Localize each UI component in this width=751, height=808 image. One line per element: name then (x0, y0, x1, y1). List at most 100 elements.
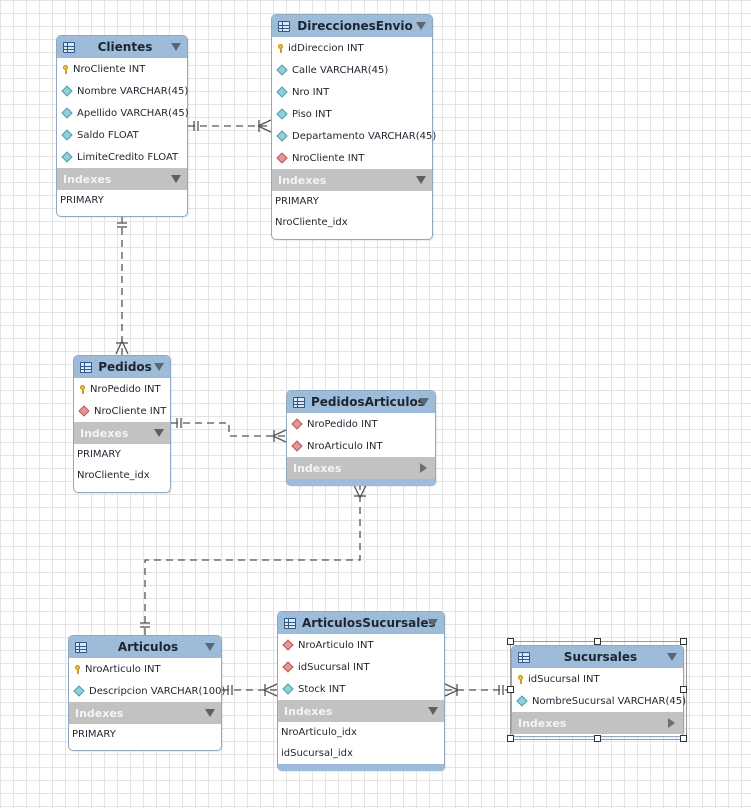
collapse-arrow-icon[interactable] (416, 22, 426, 30)
column-row[interactable]: NroArticulo INT (69, 658, 221, 680)
column-row[interactable]: NroArticulo INT (278, 634, 444, 656)
table-icon (63, 41, 75, 53)
primary-key-icon (518, 674, 523, 684)
table-direccionesenvio[interactable]: DireccionesEnvio idDireccion INT Calle V… (271, 14, 436, 240)
resize-handle-bottom-middle[interactable] (594, 735, 601, 742)
expand-arrow-icon[interactable] (420, 463, 427, 473)
index-row[interactable]: idSucursal_idx (281, 748, 353, 759)
table-footer (287, 479, 435, 486)
table-clientes[interactable]: Clientes NroCliente INT Nombre VARCHAR(4… (56, 35, 189, 217)
indexes-header[interactable]: Indexes (512, 712, 683, 734)
column-diamond-icon (276, 64, 288, 76)
indexes-header[interactable]: Indexes (272, 169, 432, 191)
column-row[interactable]: NroCliente INT (74, 400, 170, 422)
index-row[interactable]: NroCliente_idx (77, 470, 150, 481)
collapse-arrow-icon[interactable] (171, 43, 181, 51)
indexes-header[interactable]: Indexes (57, 168, 187, 190)
column-row[interactable]: Piso INT (272, 103, 432, 125)
table-header[interactable]: DireccionesEnvio (272, 15, 432, 37)
column-row[interactable]: Nro INT (272, 81, 432, 103)
column-row[interactable]: NombreSucursal VARCHAR(45) (512, 690, 686, 712)
relationship-sucursales-articulossucursales[interactable] (444, 683, 511, 697)
relationship-clientes-pedidos[interactable] (115, 216, 129, 355)
collapse-arrow-icon[interactable] (154, 363, 164, 371)
table-header[interactable]: PedidosArticulos (287, 391, 435, 413)
table-pedidosarticulos[interactable]: PedidosArticulos NroPedido INT NroArticu… (286, 390, 436, 486)
relationship-articulos-pedidosarticulos[interactable] (140, 484, 367, 635)
resize-handle-top-left[interactable] (507, 638, 514, 645)
resize-handle-top-right[interactable] (680, 638, 687, 645)
indexes-header[interactable]: Indexes (69, 702, 221, 724)
relationship-pedidos-pedidosarticulos[interactable] (171, 418, 287, 443)
column-diamond-icon (61, 151, 73, 163)
column-row[interactable]: Saldo FLOAT (57, 124, 187, 146)
collapse-arrow-icon[interactable] (428, 707, 438, 715)
table-sucursales[interactable]: Sucursales idSucursal INT NombreSucursal… (511, 645, 686, 737)
column-row[interactable]: Descripcion VARCHAR(100) (69, 680, 225, 702)
primary-key-icon (63, 64, 68, 74)
table-name: DireccionesEnvio (297, 19, 413, 33)
table-articulossucursales[interactable]: ArticulosSucursales NroArticulo INT idSu… (277, 611, 445, 771)
table-name: Pedidos (98, 360, 152, 374)
column-row[interactable]: NroCliente INT (272, 147, 432, 169)
collapse-arrow-icon[interactable] (667, 653, 677, 661)
indexes-header[interactable]: Indexes (278, 700, 444, 722)
table-header[interactable]: ArticulosSucursales (278, 612, 444, 634)
index-row[interactable]: PRIMARY (72, 729, 116, 740)
collapse-arrow-icon[interactable] (428, 619, 438, 627)
resize-handle-middle-left[interactable] (507, 686, 514, 693)
table-icon (293, 396, 305, 408)
table-pedidos[interactable]: Pedidos NroPedido INT NroCliente INT Ind… (73, 355, 171, 493)
table-header[interactable]: Clientes (57, 36, 187, 58)
column-row[interactable]: NroPedido INT (74, 378, 170, 400)
relationship-articulos-articulossucursales[interactable] (222, 683, 278, 697)
table-header[interactable]: Sucursales (512, 646, 683, 668)
column-row[interactable]: NroCliente INT (57, 58, 187, 80)
collapse-arrow-icon[interactable] (154, 429, 164, 437)
expand-arrow-icon[interactable] (668, 718, 675, 728)
index-row[interactable]: PRIMARY (77, 449, 121, 460)
table-icon (278, 20, 290, 32)
column-row[interactable]: Departamento VARCHAR(45) (272, 125, 436, 147)
indexes-header[interactable]: Indexes (74, 422, 170, 444)
column-row[interactable]: idSucursal INT (278, 656, 444, 678)
index-row[interactable]: PRIMARY (60, 195, 104, 206)
column-diamond-icon (276, 86, 288, 98)
resize-handle-middle-right[interactable] (680, 686, 687, 693)
column-row[interactable]: Stock INT (278, 678, 444, 700)
column-row[interactable]: Apellido VARCHAR(45) (57, 102, 189, 124)
primary-key-icon (80, 384, 85, 394)
column-diamond-icon (61, 129, 73, 141)
collapse-arrow-icon[interactable] (205, 709, 215, 717)
foreign-key-diamond-icon (282, 661, 294, 673)
column-row[interactable]: LimiteCredito FLOAT (57, 146, 187, 168)
column-row[interactable]: NroPedido INT (287, 413, 435, 435)
table-header[interactable]: Pedidos (74, 356, 170, 378)
index-row[interactable]: PRIMARY (275, 196, 319, 207)
column-row[interactable]: Nombre VARCHAR(45) (57, 80, 188, 102)
resize-handle-bottom-left[interactable] (507, 735, 514, 742)
index-row[interactable]: NroCliente_idx (275, 217, 348, 228)
collapse-arrow-icon[interactable] (171, 175, 181, 183)
column-row[interactable]: idSucursal INT (512, 668, 683, 690)
foreign-key-diamond-icon (78, 405, 90, 417)
table-icon (80, 361, 92, 373)
collapse-arrow-icon[interactable] (416, 176, 426, 184)
table-name: Sucursales (563, 650, 638, 664)
table-header[interactable]: Articulos (69, 636, 221, 658)
resize-handle-top-middle[interactable] (594, 638, 601, 645)
relationship-clientes-direccionesenvio[interactable] (188, 119, 272, 133)
table-articulos[interactable]: Articulos NroArticulo INT Descripcion VA… (68, 635, 225, 751)
collapse-arrow-icon[interactable] (419, 398, 429, 406)
primary-key-icon (278, 43, 283, 53)
column-row[interactable]: Calle VARCHAR(45) (272, 59, 432, 81)
column-diamond-icon (73, 685, 85, 697)
index-row[interactable]: NroArticulo_idx (281, 727, 357, 738)
foreign-key-diamond-icon (276, 152, 288, 164)
collapse-arrow-icon[interactable] (205, 643, 215, 651)
column-row[interactable]: idDireccion INT (272, 37, 432, 59)
resize-handle-bottom-right[interactable] (680, 735, 687, 742)
indexes-header[interactable]: Indexes (287, 457, 435, 479)
column-row[interactable]: NroArticulo INT (287, 435, 435, 457)
